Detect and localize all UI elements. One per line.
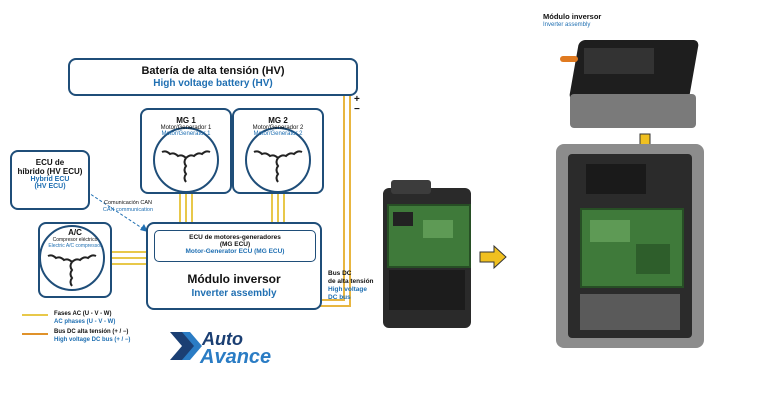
can-label: Comunicación CAN CAN communication — [96, 200, 160, 214]
mg1-sub-en: Motor/Generator 1 — [161, 131, 211, 137]
dc-bus-label: Bus DC de alta tensión High voltage DC b… — [328, 270, 374, 302]
battery-minus: − — [354, 104, 360, 115]
hybrid-ecu-box: ECU de híbrido (HV ECU) Hybrid ECU (HV E… — [10, 150, 90, 210]
battery-box: Batería de alta tensión (HV) High voltag… — [68, 58, 358, 96]
hybrid-ecu-line2: híbrido (HV ECU) — [17, 167, 83, 176]
dc-bus-en1: High voltage — [328, 286, 368, 293]
logo-chevrons — [170, 332, 202, 360]
hybrid-ecu-en2: (HV ECU) — [34, 183, 66, 190]
mg-ecu-box: ECU de motores-generadores (MG ECU) Moto… — [154, 230, 316, 262]
can-label-en: CAN communication — [102, 207, 154, 213]
ac-title: A/C — [68, 228, 82, 237]
photo-top-title-es: Módulo inversor — [543, 12, 602, 21]
mg1-title: MG 1 — [176, 116, 196, 125]
logo-word-avance: Avance — [200, 346, 272, 368]
ac-sub-es: Compresor eléctrico — [52, 237, 98, 243]
mg1-coils — [161, 150, 211, 183]
mg-ecu-es2: (MG ECU) — [219, 241, 251, 248]
battery-plus: + — [354, 94, 360, 105]
dc-bus-en2: DC bus — [328, 294, 351, 301]
legend-dc-en: High voltage DC bus (+ / −) — [54, 337, 131, 343]
ac-box: A/C Compresor eléctrico Electric A/C com… — [38, 222, 112, 298]
inverter-title-en: Inverter assembly — [191, 288, 277, 299]
battery-title-en: High voltage battery (HV) — [153, 78, 273, 89]
mg2-coils — [253, 150, 303, 183]
inverter-board-photo — [383, 180, 475, 330]
inverter-box: ECU de motores-generadores (MG ECU) Moto… — [146, 222, 322, 310]
legend-dc-es: Bus DC alta tensión (+ / −) — [54, 329, 129, 335]
ac-sub-en: Electric A/C compressor — [48, 243, 102, 249]
hybrid-ecu-en1: Hybrid ECU — [30, 176, 70, 183]
mg2-box: MG 2 Motor/Generador 2 Motor/Generator 2 — [232, 108, 324, 194]
dc-bus-es2: de alta tensión — [328, 278, 374, 285]
autoavance-logo: Auto Avance — [200, 329, 272, 368]
mg2-title: MG 2 — [268, 116, 288, 125]
dc-bus-line-plus — [320, 96, 345, 301]
battery-title-es: Batería de alta tensión (HV) — [141, 65, 285, 77]
legend-ac-es: Fases AC (U - V - W) — [54, 311, 112, 317]
dc-bus-line-minus — [320, 96, 351, 307]
photo-top-label: Módulo inversor Inverter assembly — [543, 13, 601, 29]
mg1-box: MG 1 Motor/Generador 1 Motor/Generator 1 — [140, 108, 232, 194]
inverter-assembly-photo — [560, 30, 700, 130]
arrow-right — [479, 244, 507, 270]
logo-word-auto: Auto — [202, 329, 243, 349]
ac-coils — [47, 254, 97, 287]
legend-dc: Bus DC alta tensión (+ / −) High voltage… — [54, 328, 130, 344]
dc-bus-es1: Bus DC — [328, 270, 352, 277]
mg2-sub-en: Motor/Generator 2 — [253, 131, 303, 137]
legend-ac-en: AC phases (U - V - W) — [54, 319, 116, 325]
hybrid-ecu-line1: ECU de — [35, 158, 65, 167]
can-label-es: Comunicación CAN — [104, 200, 152, 206]
photo-top-title-en: Inverter assembly — [543, 22, 591, 28]
mg1-sub-es: Motor/Generador 1 — [160, 125, 212, 131]
inverter-title-es: Módulo inversor — [187, 272, 281, 286]
mg-ecu-en: Motor-Generator ECU (MG ECU) — [185, 248, 285, 255]
inverter-case-photo — [556, 144, 706, 350]
mg2-sub-es: Motor/Generador 2 — [252, 125, 304, 131]
ac-circle — [39, 225, 105, 291]
legend-ac: Fases AC (U - V - W) AC phases (U - V - … — [54, 310, 115, 326]
mg-ecu-es1: ECU de motores-generadores — [189, 234, 281, 241]
